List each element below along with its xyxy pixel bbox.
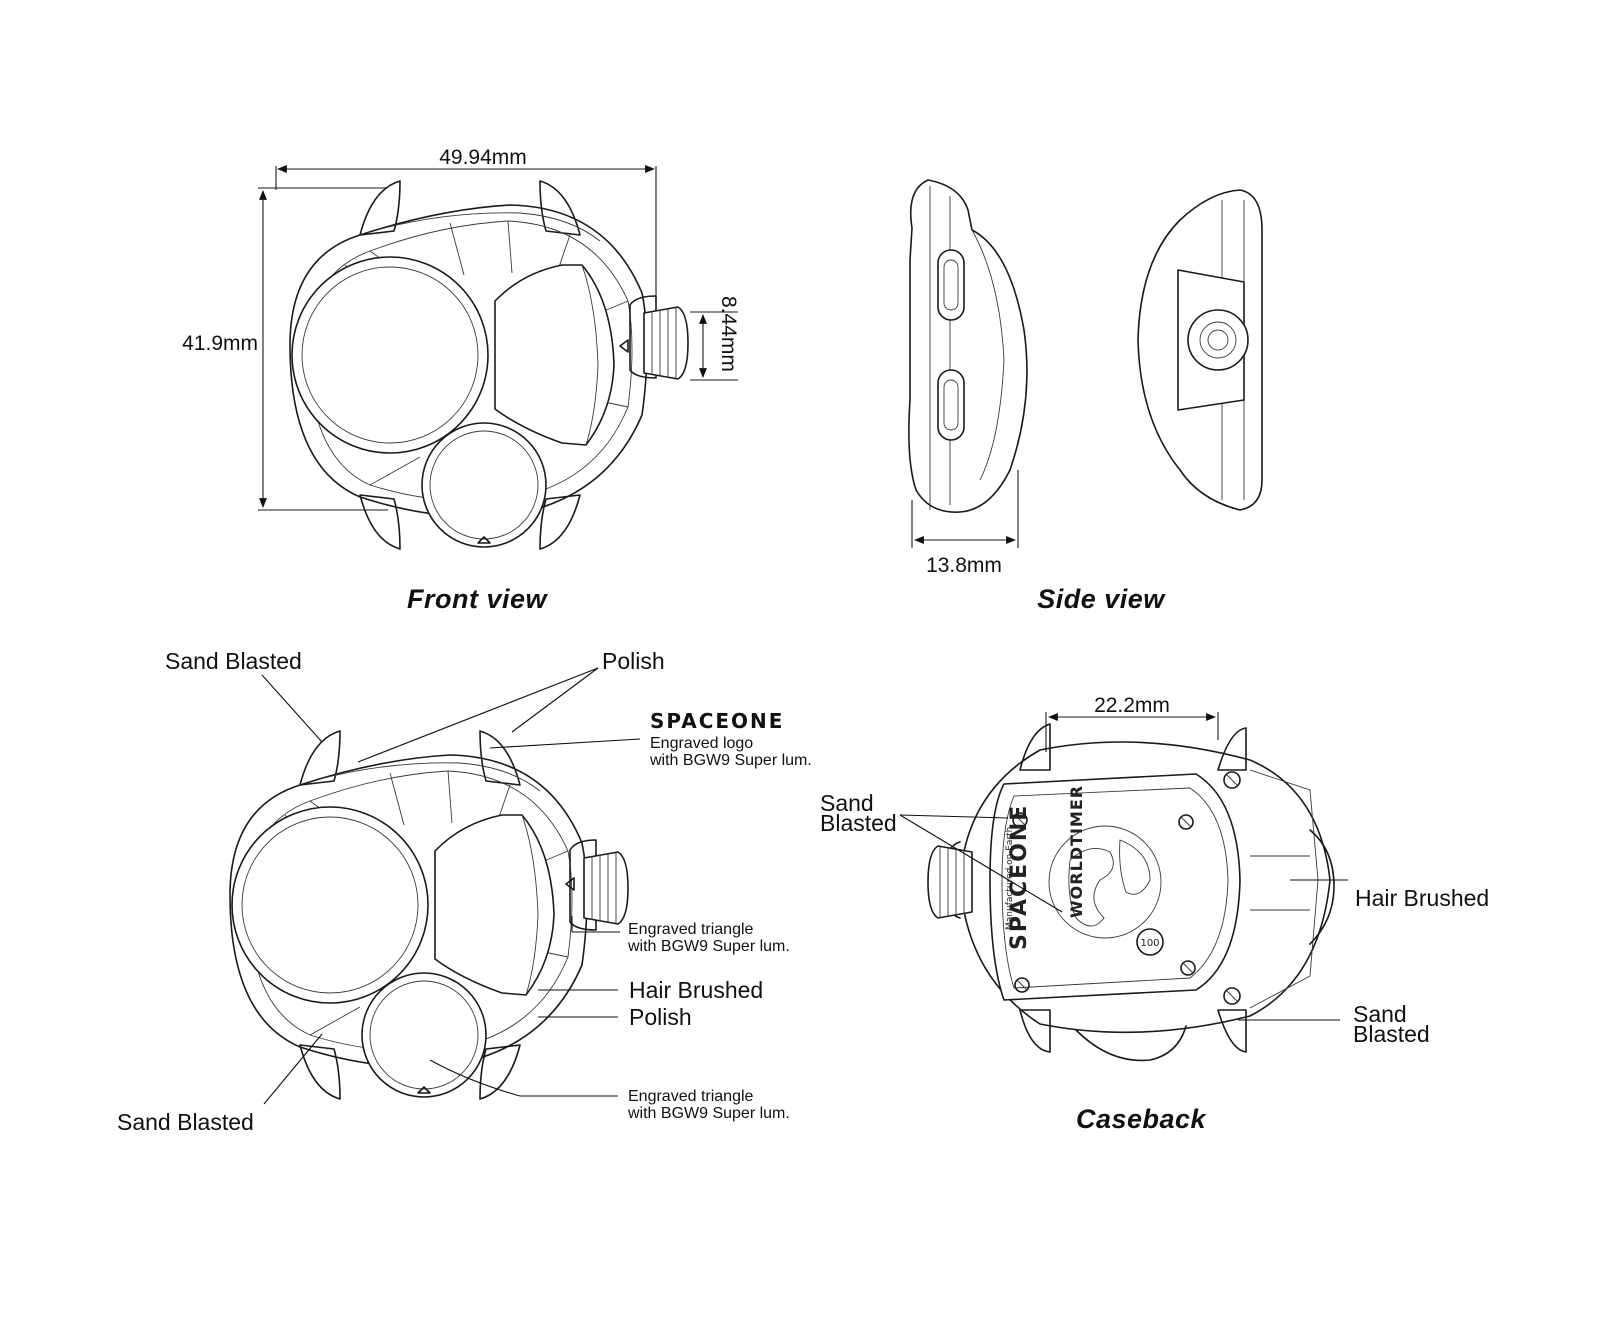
side-view-title: Side view [1037, 584, 1166, 614]
label-engraved-triangle-lum: with BGW9 Super lum. [627, 938, 790, 955]
front-width-dimension: 49.94mm [439, 146, 527, 169]
caseback-width-dimension: 22.2mm [1094, 694, 1170, 717]
spaceone-logo-text: SPACEONE [650, 709, 784, 733]
caseback-edition-number: 100 [1140, 938, 1159, 949]
label-hair-brushed: Hair Brushed [629, 977, 763, 1003]
caseback-label-hair-brushed: Hair Brushed [1355, 885, 1489, 911]
caseback-label-sand-right: Sand [1353, 1001, 1407, 1027]
caseback-origin-engraving: Manufactured on Earth [1005, 827, 1015, 930]
label-sand-blasted-top: Sand Blasted [165, 648, 302, 674]
label-polish-top: Polish [602, 648, 665, 674]
caseback-brand-engraving: SPACEONE [1007, 804, 1032, 950]
side-view: 13.8mm Side view [908, 179, 1263, 614]
front-view-title: Front view [407, 584, 549, 614]
label-engraved-triangle-bottom: Engraved triangle [628, 1088, 754, 1105]
label-engraved-triangle-bottom-lum: with BGW9 Super lum. [627, 1105, 790, 1122]
side-thickness-dimension: 13.8mm [926, 554, 1002, 577]
label-sand-blasted-bottom: Sand Blasted [117, 1109, 254, 1135]
crown-diameter-dimension: 8.44mm [717, 296, 740, 372]
label-engraved-logo: Engraved logo [650, 735, 753, 752]
front-height-dimension: 41.9mm [182, 332, 258, 355]
caseback-view: 100 SPACEONE Manufactured on Earth WORLD… [820, 694, 1489, 1134]
front-view: 49.94mm 41.9mm 8.44mm Front view [182, 146, 740, 614]
label-engraved-triangle: Engraved triangle [628, 921, 754, 938]
caseback-model-engraving: WORLDTIMER [1067, 785, 1086, 918]
caseback-label-sand: Sand [820, 790, 874, 816]
finish-view: Sand Blasted Polish SPACEONE Engraved lo… [117, 648, 812, 1135]
caseback-title: Caseback [1076, 1104, 1208, 1134]
label-polish-bottom: Polish [629, 1004, 692, 1030]
caseback-label-blasted: Blasted [820, 810, 897, 836]
caseback-label-blasted-right: Blasted [1353, 1021, 1430, 1047]
label-engraved-logo-lum: with BGW9 Super lum. [649, 752, 812, 769]
